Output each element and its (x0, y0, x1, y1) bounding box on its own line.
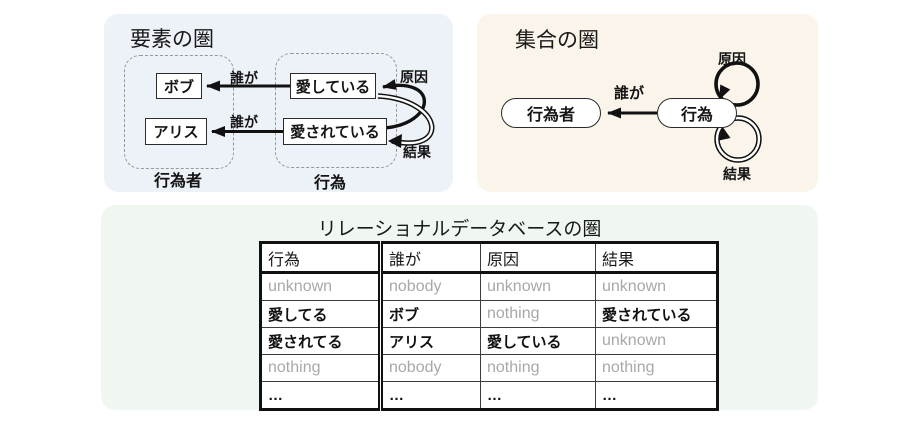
elements-panel-title: 要素の圏 (130, 28, 214, 51)
column-header: 誰が (380, 242, 481, 274)
column-header: 結果 (595, 242, 718, 274)
table-row: nothing nobody nothing nothing (260, 354, 718, 382)
who-label-bottom: 誰が (230, 114, 258, 130)
node-alice: アリス (145, 118, 207, 145)
table-header-row: 行為 誰が 原因 結果 (260, 242, 718, 274)
table-cell: … (380, 381, 481, 410)
cause-label: 原因 (718, 51, 746, 67)
table-cell: nothing (595, 354, 718, 382)
cause-label: 原因 (400, 69, 428, 85)
table-cell: unknown (480, 272, 596, 301)
column-header: 行為 (260, 242, 383, 274)
table-row: 愛してる ボブ nothing 愛されている (260, 300, 718, 328)
table-cell: unknown (595, 327, 718, 355)
effect-loop-arrowhead (719, 126, 731, 141)
relation-table: 行為 誰が 原因 結果 unknown nobody unknown unkno… (259, 241, 719, 411)
node-action: 行為 (657, 98, 737, 128)
table-cell: … (595, 381, 718, 410)
table-row: … … … … (260, 381, 718, 410)
actor-group-outline (124, 55, 234, 169)
table-cell: unknown (260, 272, 383, 301)
rdb-category-panel: リレーショナルデータベースの圏 行為 誰が 原因 結果 unknown nobo… (101, 205, 818, 411)
who-label: 誰が (613, 85, 644, 102)
table-cell: 愛されてる (260, 327, 383, 355)
actor-group-label: 行為者 (154, 173, 203, 190)
table-cell: ボブ (380, 300, 481, 328)
table-cell: アリス (380, 327, 481, 355)
table-cell: nothing (480, 354, 596, 382)
sets-category-panel: 集合の圏 行為者 行為 誰が 原因 結果 (477, 14, 818, 192)
rdb-panel-title: リレーショナルデータベースの圏 (317, 219, 602, 240)
table-cell: nothing (260, 354, 383, 382)
table-cell: 愛してる (260, 300, 383, 328)
table-cell: nobody (380, 272, 481, 301)
table-row: unknown nobody unknown unknown (260, 272, 718, 301)
action-group-outline (275, 53, 397, 168)
table-cell: 愛されている (595, 300, 718, 328)
node-loved: 愛されている (283, 118, 387, 145)
sets-panel-title: 集合の圏 (515, 29, 599, 52)
table-cell: nothing (480, 300, 596, 328)
node-actor: 行為者 (501, 98, 601, 128)
table-cell: unknown (595, 272, 718, 301)
table-row: 愛されてる アリス 愛している unknown (260, 327, 718, 355)
effect-label: 結果 (403, 144, 431, 160)
column-header: 原因 (480, 242, 596, 274)
table-cell: nobody (380, 354, 481, 382)
node-loving: 愛している (290, 73, 376, 99)
node-bob: ボブ (156, 73, 202, 99)
table-cell: … (480, 381, 596, 410)
table-cell: … (260, 381, 383, 410)
who-label-top: 誰が (230, 70, 258, 86)
effect-label: 結果 (723, 166, 751, 182)
action-group-label: 行為 (314, 175, 347, 192)
elements-category-panel: 要素の圏 ボブ アリス 愛している 愛されている 誰が 誰が 原因 結果 (104, 14, 453, 192)
table-cell: 愛している (480, 327, 596, 355)
